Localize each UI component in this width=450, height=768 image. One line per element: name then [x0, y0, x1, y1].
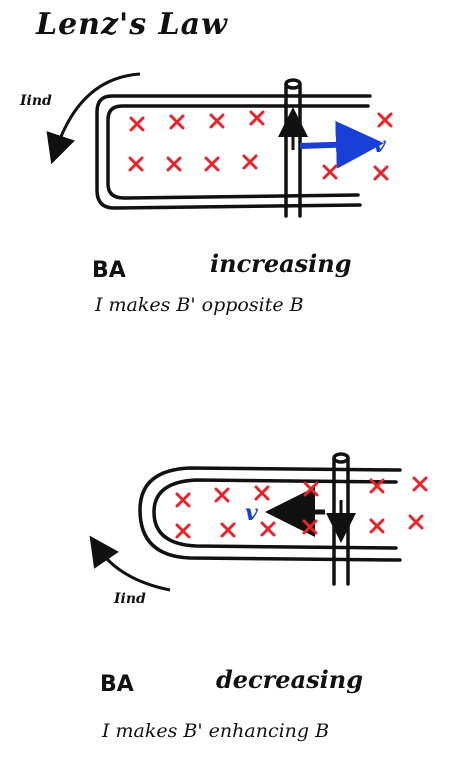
top-flux-label: BA: [92, 258, 126, 283]
field-x-mark: [166, 156, 182, 172]
bottom-induced-current-arrow: [89, 535, 171, 592]
bottom-flux-label: BA: [100, 672, 134, 697]
field-x-mark: [204, 156, 220, 172]
field-x-mark: [369, 478, 385, 494]
top-current-label: Iind: [20, 93, 52, 109]
field-x-mark: [408, 514, 424, 530]
top-rail-circuit: [95, 94, 372, 210]
field-x-mark: [260, 521, 276, 537]
field-x-mark: [322, 164, 338, 180]
field-x-mark: [242, 154, 258, 170]
field-x-mark: [249, 110, 265, 126]
page-title: Lenz's Law: [36, 7, 228, 42]
bottom-velocity-label: v: [245, 500, 258, 526]
top-state-label: increasing: [210, 249, 352, 278]
bottom-rule-label: I makes B' enhancing B: [102, 720, 330, 742]
field-x-mark: [128, 156, 144, 172]
bottom-rail-circuit: [138, 466, 402, 562]
field-x-mark: [369, 518, 385, 534]
field-x-mark: [302, 519, 318, 535]
field-x-mark: [373, 165, 389, 181]
top-sliding-rod: [284, 78, 302, 218]
top-field-marks: [128, 110, 393, 181]
top-velocity-arrow: [299, 120, 384, 169]
bottom-current-label: Iind: [114, 591, 146, 607]
field-x-mark: [129, 116, 145, 132]
field-x-mark: [209, 113, 225, 129]
field-x-mark: [254, 485, 270, 501]
field-x-mark: [220, 522, 236, 538]
bottom-field-marks: [175, 476, 428, 539]
top-rule-label: I makes B' opposite B: [95, 294, 304, 316]
field-x-mark: [377, 112, 393, 128]
field-x-mark: [175, 492, 191, 508]
top-velocity-label: v: [373, 132, 386, 158]
field-x-mark: [214, 487, 230, 503]
field-x-mark: [175, 523, 191, 539]
bottom-state-label: decreasing: [216, 665, 363, 694]
field-x-mark: [169, 114, 185, 130]
field-x-mark: [412, 476, 428, 492]
field-x-mark: [303, 481, 319, 497]
top-induced-current-arrow: [46, 72, 141, 165]
